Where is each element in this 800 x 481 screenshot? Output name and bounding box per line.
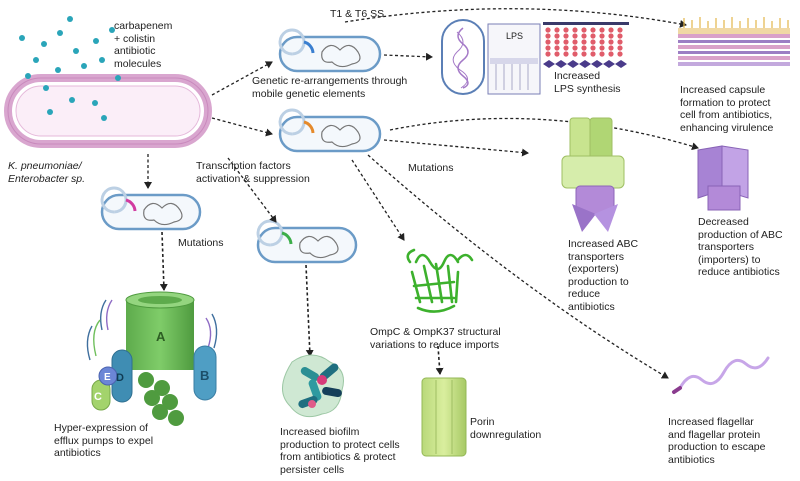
molecules-label: carbapenem + colistin antibiotic molecul… (114, 20, 173, 70)
small-cell-genetic (278, 28, 382, 73)
mutations-left-label: Mutations (178, 237, 224, 249)
pump-label-d: D (116, 372, 124, 384)
pump-label-b: B (200, 368, 209, 383)
small-cell-biofilm (256, 219, 358, 264)
lps-synthesis-label: Increased LPS synthesis (554, 70, 621, 95)
pump-label-e: E (104, 372, 111, 383)
abc-importers-label: Decreased production of ABC transporters… (698, 216, 783, 278)
flagellum-illustration (672, 356, 770, 394)
efflux-pump-illustration: A B C D E (86, 291, 218, 426)
organism-label: K. pneumoniae/ Enterobacter sp. (8, 160, 86, 185)
omp-beta-barrel (406, 248, 474, 313)
capsule-membrane (678, 17, 790, 66)
bacterium-cell (4, 74, 212, 148)
efflux-label: Hyper-expression of efflux pumps to expe… (54, 422, 154, 459)
omp-label: OmpC & OmpK37 structural variations to r… (370, 326, 501, 351)
pathway-arrows (144, 8, 699, 379)
small-cell-transcription (278, 108, 382, 153)
pump-label-c: C (94, 391, 102, 403)
transcription-label: Transcription factors activation & suppr… (196, 160, 310, 185)
genetic-label: Genetic re-arrangements through mobile g… (252, 75, 408, 100)
flagellar-label: Increased flagellar and flagellar protei… (668, 416, 766, 466)
antibiotic-molecules (19, 16, 121, 121)
porin-illustration (421, 377, 467, 457)
abc-exporter-transporter (561, 117, 625, 232)
lps-membrane (543, 22, 629, 68)
small-cell-efflux (100, 186, 202, 231)
lps-box-label: LPS (506, 31, 524, 41)
t1t6-label: T1 & T6 SS (330, 8, 385, 20)
biofilm-label: Increased biofilm production to protect … (280, 426, 400, 476)
porin-label: Porin downregulation (470, 416, 542, 441)
abc-importer-transporter (697, 145, 749, 211)
biofilm-illustration (282, 354, 344, 418)
capsule-label: Increased capsule formation to protect c… (680, 84, 774, 134)
lps-cell-illustration (441, 19, 541, 95)
mutations-mid-label: Mutations (408, 162, 454, 174)
pump-label-a: A (156, 329, 166, 344)
abc-exporters-label: Increased ABC transporters (exporters) p… (568, 238, 639, 313)
